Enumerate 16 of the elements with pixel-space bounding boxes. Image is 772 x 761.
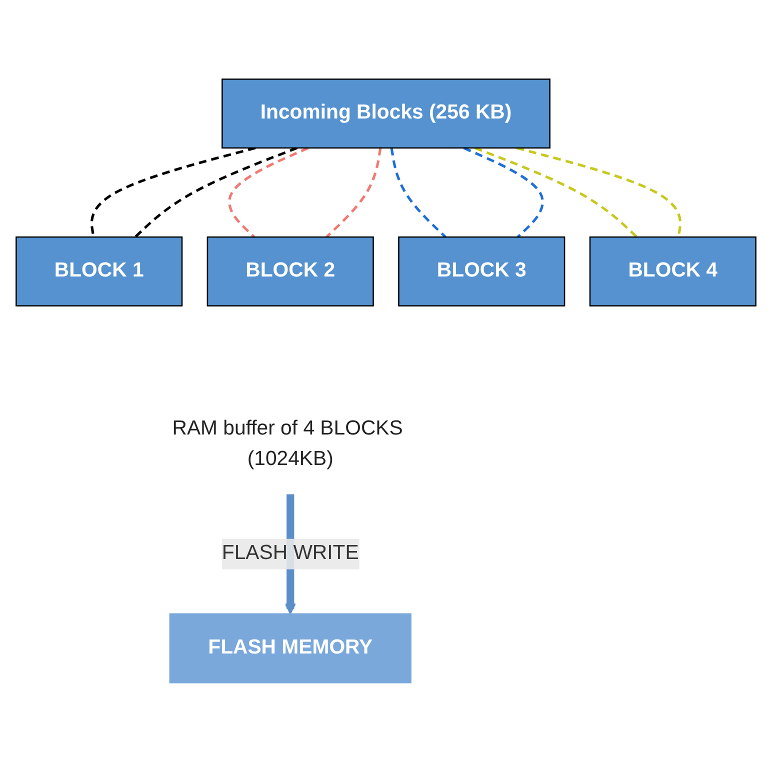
process-box: BLOCK 3 bbox=[398, 236, 566, 306]
connector bbox=[134, 146, 298, 238]
connector bbox=[326, 147, 382, 238]
connector bbox=[390, 147, 446, 238]
edge-label: FLASH WRITE bbox=[222, 538, 359, 569]
connector bbox=[463, 146, 544, 238]
connector bbox=[474, 146, 638, 238]
connector bbox=[228, 146, 309, 238]
process-box: Incoming Blocks (256 KB) bbox=[222, 78, 550, 148]
process-box: BLOCK 4 bbox=[589, 236, 756, 306]
process-box: BLOCK 1 bbox=[16, 236, 183, 306]
connector bbox=[516, 146, 682, 237]
connector bbox=[90, 146, 256, 237]
process-box: BLOCK 2 bbox=[206, 236, 374, 306]
process-box: FLASH MEMORY bbox=[169, 612, 412, 683]
caption-text: RAM buffer of 4 BLOCKS (1024KB) bbox=[172, 417, 403, 470]
